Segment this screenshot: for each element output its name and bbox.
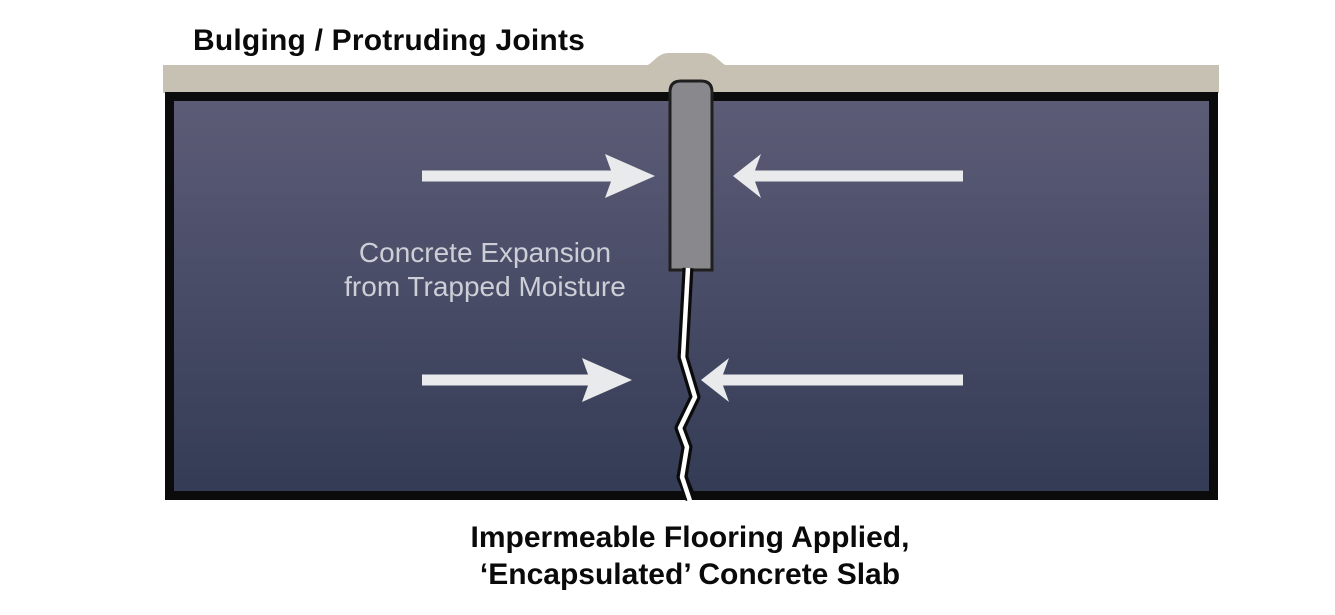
caption-line2: ‘Encapsulated’ Concrete Slab bbox=[479, 558, 901, 591]
crack bbox=[677, 267, 698, 508]
diagram-caption: Impermeable Flooring Applied, ‘Encapsula… bbox=[390, 519, 990, 593]
flooring-bulge-bump bbox=[640, 53, 733, 67]
expansion-joint bbox=[668, 79, 714, 272]
slab-label-line2: from Trapped Moisture bbox=[344, 271, 626, 302]
diagram-title: Bulging / Protruding Joints bbox=[193, 24, 586, 57]
slab-label-line1: Concrete Expansion bbox=[358, 237, 612, 268]
compression-arrow-top-right bbox=[733, 154, 963, 198]
compression-arrow-top-left bbox=[422, 154, 655, 198]
compression-arrow-bottom-right bbox=[701, 358, 963, 402]
caption-line1: Impermeable Flooring Applied, bbox=[470, 521, 910, 554]
compression-arrow-bottom-left bbox=[422, 358, 632, 402]
slab-label: Concrete Expansion from Trapped Moisture bbox=[270, 236, 700, 304]
